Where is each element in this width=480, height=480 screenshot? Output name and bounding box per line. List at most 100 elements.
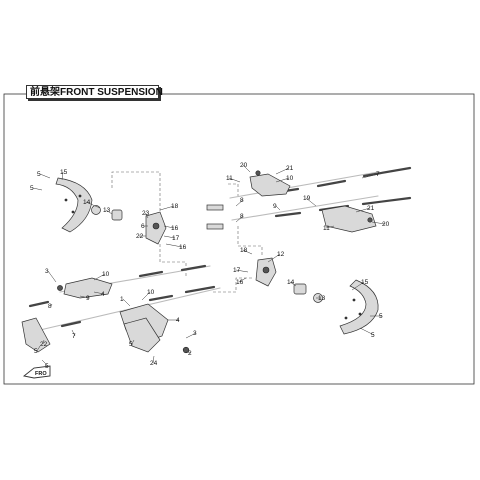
- callout-22b: 22: [40, 341, 48, 348]
- callout-8b: 8: [240, 213, 244, 220]
- right-brake-assembly: [255, 257, 379, 335]
- callout-9b: 9: [86, 295, 90, 302]
- callout-20a: 20: [240, 162, 248, 169]
- callout-leader: [359, 327, 375, 336]
- callout-21a: 21: [286, 165, 294, 172]
- callout-leader: [42, 339, 45, 345]
- callout-4a: 4: [101, 291, 105, 298]
- bearing-13a: [91, 205, 101, 215]
- callout-5d: 5: [371, 332, 375, 339]
- callout-16a: 16: [171, 225, 179, 232]
- callout-18b: 18: [240, 247, 248, 254]
- callout-leader: [61, 171, 64, 181]
- brake-disc-right: [339, 279, 379, 335]
- diagram-border: [3, 93, 475, 385]
- callout-10b: 10: [102, 271, 110, 278]
- callout-leader: [235, 269, 249, 273]
- callout-8a: 8: [240, 197, 244, 204]
- callout-leader: [79, 295, 90, 299]
- callout-leader: [371, 221, 386, 225]
- callout-16b: 16: [179, 244, 187, 251]
- callout-leader: [93, 273, 106, 281]
- callout-21b: 21: [367, 205, 375, 212]
- callout-leader: [36, 345, 41, 352]
- callout-leader: [325, 225, 335, 229]
- callout-leader: [159, 205, 175, 211]
- hub-14b: [293, 283, 307, 295]
- callout-leader: [242, 249, 253, 255]
- callout-leader: [361, 173, 380, 179]
- callout-23: 23: [142, 210, 150, 217]
- bushing-8a: [206, 204, 224, 211]
- callout-leader: [39, 173, 51, 179]
- direction-badge: FRO: [35, 371, 47, 377]
- callout-leader: [235, 199, 244, 207]
- callout-leader: [41, 359, 49, 367]
- callout-leader: [267, 253, 281, 263]
- callout-17a: 17: [172, 235, 180, 242]
- lower-left-arm-assembly: [21, 264, 221, 354]
- callout-4b: 4: [176, 317, 180, 324]
- callout-14b: 14: [287, 279, 295, 286]
- callout-leader: [185, 332, 197, 339]
- bushing-8b: [206, 223, 224, 230]
- linkage-lines: [111, 171, 263, 293]
- callout-5g: 5: [129, 341, 133, 348]
- callout-leader: [50, 303, 53, 307]
- callout-5c: 5: [379, 313, 383, 320]
- callout-leader: [235, 215, 244, 223]
- callout-leader: [122, 298, 131, 307]
- callout-20b: 20: [382, 221, 390, 228]
- callout-17b: 17: [233, 267, 241, 274]
- callout-18a: 18: [171, 203, 179, 210]
- callout-7a: 7: [376, 171, 380, 178]
- callout-10a: 10: [286, 175, 294, 182]
- callout-leader: [185, 351, 192, 354]
- callout-leader: [71, 329, 76, 337]
- callout-leader: [105, 209, 113, 215]
- callout-leader: [355, 207, 371, 213]
- callout-1: 1: [120, 296, 124, 303]
- callout-leader: [93, 291, 105, 295]
- callout-11b: 11: [323, 225, 330, 232]
- callout-24: 24: [150, 360, 158, 367]
- callout-13b: 13: [318, 295, 326, 302]
- callout-10c: 10: [147, 289, 155, 296]
- callout-leader: [275, 177, 290, 183]
- callout-leader: [163, 235, 176, 239]
- callout-15a: 15: [60, 169, 68, 176]
- upper-right-arm-assembly: [206, 166, 412, 233]
- callout-leader: [289, 281, 297, 287]
- callout-9a: 9: [273, 203, 277, 210]
- hub-14a: [111, 209, 123, 221]
- callout-leader: [141, 291, 151, 301]
- callout-13a: 13: [103, 207, 111, 214]
- skid-plate-right: [123, 317, 161, 353]
- callout-leader: [47, 270, 57, 283]
- callout-16c: 16: [236, 279, 244, 286]
- callout-19: 19: [303, 195, 311, 202]
- callout-leader: [238, 277, 247, 283]
- callout-3a: 3: [45, 268, 49, 275]
- brake-disc-left: [55, 177, 93, 233]
- callout-leader: [275, 205, 281, 211]
- callout-leader: [165, 243, 183, 248]
- callout-5f: 5: [45, 363, 49, 370]
- callout-3b: 3: [193, 330, 197, 337]
- callout-22a: 22: [136, 233, 144, 240]
- front-direction-arrow: FRO: [22, 365, 51, 379]
- callout-leader: [305, 197, 317, 207]
- callout-leader: [131, 339, 135, 345]
- callout-leader: [152, 355, 155, 364]
- callout-5b: 5: [30, 185, 34, 192]
- callout-15b: 15: [361, 279, 369, 286]
- callout-5e: 5: [34, 348, 38, 355]
- callout-leader: [242, 164, 251, 173]
- callout-14a: 14: [83, 199, 91, 206]
- callout-6a: 6: [141, 223, 145, 230]
- callout-leader: [275, 167, 290, 175]
- callout-leader: [32, 187, 43, 191]
- page-title: 前悬架FRONT SUSPENSION: [26, 85, 163, 99]
